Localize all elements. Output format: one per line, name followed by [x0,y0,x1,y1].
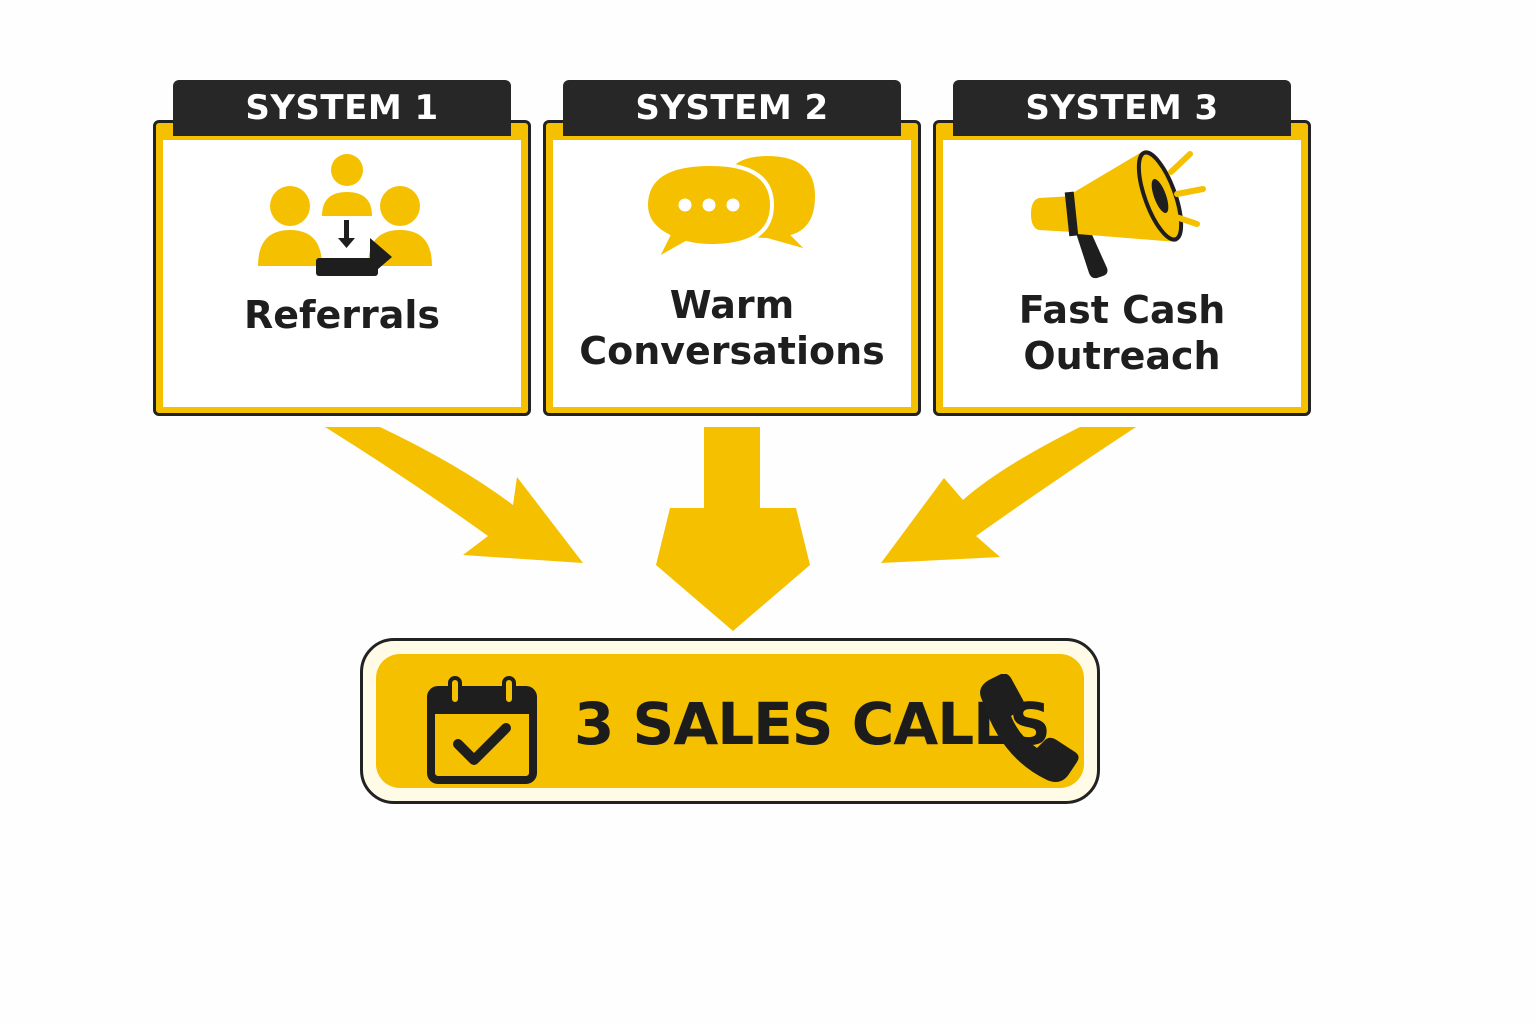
title-line: Fast Cash [1018,288,1226,332]
card-title: Warm Conversations [553,282,911,374]
chat-bubbles-icon [643,151,820,265]
sales-calls-label: 3 SALES CALLS [574,690,1051,758]
megaphone-icon [1031,150,1206,279]
card-frame: Warm Conversations [543,120,921,416]
arrow-left [325,427,583,563]
system-card-2: Warm Conversations SYSTEM 2 [543,80,921,416]
system-tab: SYSTEM 3 [953,80,1291,136]
system-card-1: Referrals SYSTEM 1 [153,80,531,416]
system-card-3: Fast Cash Outreach SYSTEM 3 [933,80,1311,416]
card-frame: Fast Cash Outreach [933,120,1311,416]
sales-calls-banner: 3 SALES CALLS [360,638,1100,804]
card-content: Warm Conversations [553,140,911,407]
arrow-right [881,427,1136,563]
title-line: Conversations [579,329,885,373]
card-content: Fast Cash Outreach [943,140,1301,407]
system-tab: SYSTEM 2 [563,80,901,136]
card-frame: Referrals [153,120,531,416]
title-line: Referrals [243,293,441,337]
arrow-center [656,427,810,631]
phone-icon [980,674,1079,782]
card-content: Referrals [163,140,521,407]
card-title: Referrals [163,292,521,338]
title-line: Outreach [1023,334,1221,378]
system-tab: SYSTEM 1 [173,80,511,136]
banner-fill: 3 SALES CALLS [376,654,1084,788]
referral-people-icon [258,154,432,276]
title-line: Warm [669,283,795,327]
calendar-check-icon [427,676,537,784]
card-title: Fast Cash Outreach [943,287,1301,379]
